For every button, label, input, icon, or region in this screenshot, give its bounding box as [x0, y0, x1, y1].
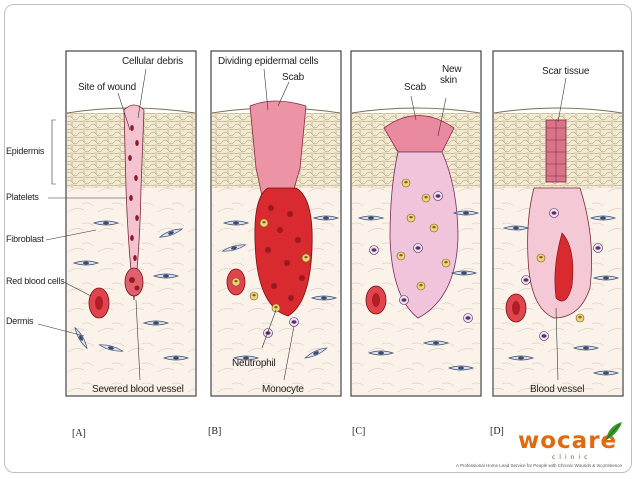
label-scab-b: Scab [282, 72, 304, 83]
label-cellular-debris: Cellular debris [122, 56, 183, 67]
panel-b [210, 50, 342, 397]
label-epidermis: Epidermis [6, 146, 45, 156]
label-platelets: Platelets [6, 192, 39, 202]
label-dividing-epidermal-cells: Dividing epidermal cells [218, 56, 319, 67]
logo-sub: clinic [552, 454, 592, 461]
panel-a [37, 50, 197, 397]
panel-c [350, 50, 482, 397]
panel-c-id: [C] [352, 426, 366, 437]
panel-d [492, 50, 624, 397]
logo-word: wocare [518, 428, 618, 454]
logo-tagline: A Professional Home Lead Service for Peo… [456, 463, 623, 468]
label-severed-blood-vessel: Severed blood vessel [92, 384, 184, 395]
panel-a-id: [A] [72, 428, 86, 439]
label-red-blood-cells: Red blood cells [6, 276, 64, 286]
wound-healing-figure: Cellular debris Site of wound Epidermis … [6, 18, 630, 462]
label-neutrophil: Neutrophil [232, 358, 276, 369]
label-blood-vessel: Blood vessel [530, 384, 585, 395]
wound-healing-diagram [37, 50, 624, 397]
label-new-skin-2: skin [440, 75, 457, 86]
label-new-skin-1: New [442, 64, 462, 75]
label-site-of-wound: Site of wound [78, 82, 136, 93]
wocare-logo: wocare clinic [518, 422, 628, 462]
panel-d-id: [D] [490, 426, 504, 437]
label-fibroblast: Fibroblast [6, 234, 44, 244]
label-dermis: Dermis [6, 316, 34, 326]
panel-b-id: [B] [208, 426, 222, 437]
label-monocyte: Monocyte [262, 384, 304, 395]
label-scar-tissue: Scar tissue [542, 66, 590, 77]
label-scab-c: Scab [404, 82, 426, 93]
leaf-icon [605, 422, 622, 441]
